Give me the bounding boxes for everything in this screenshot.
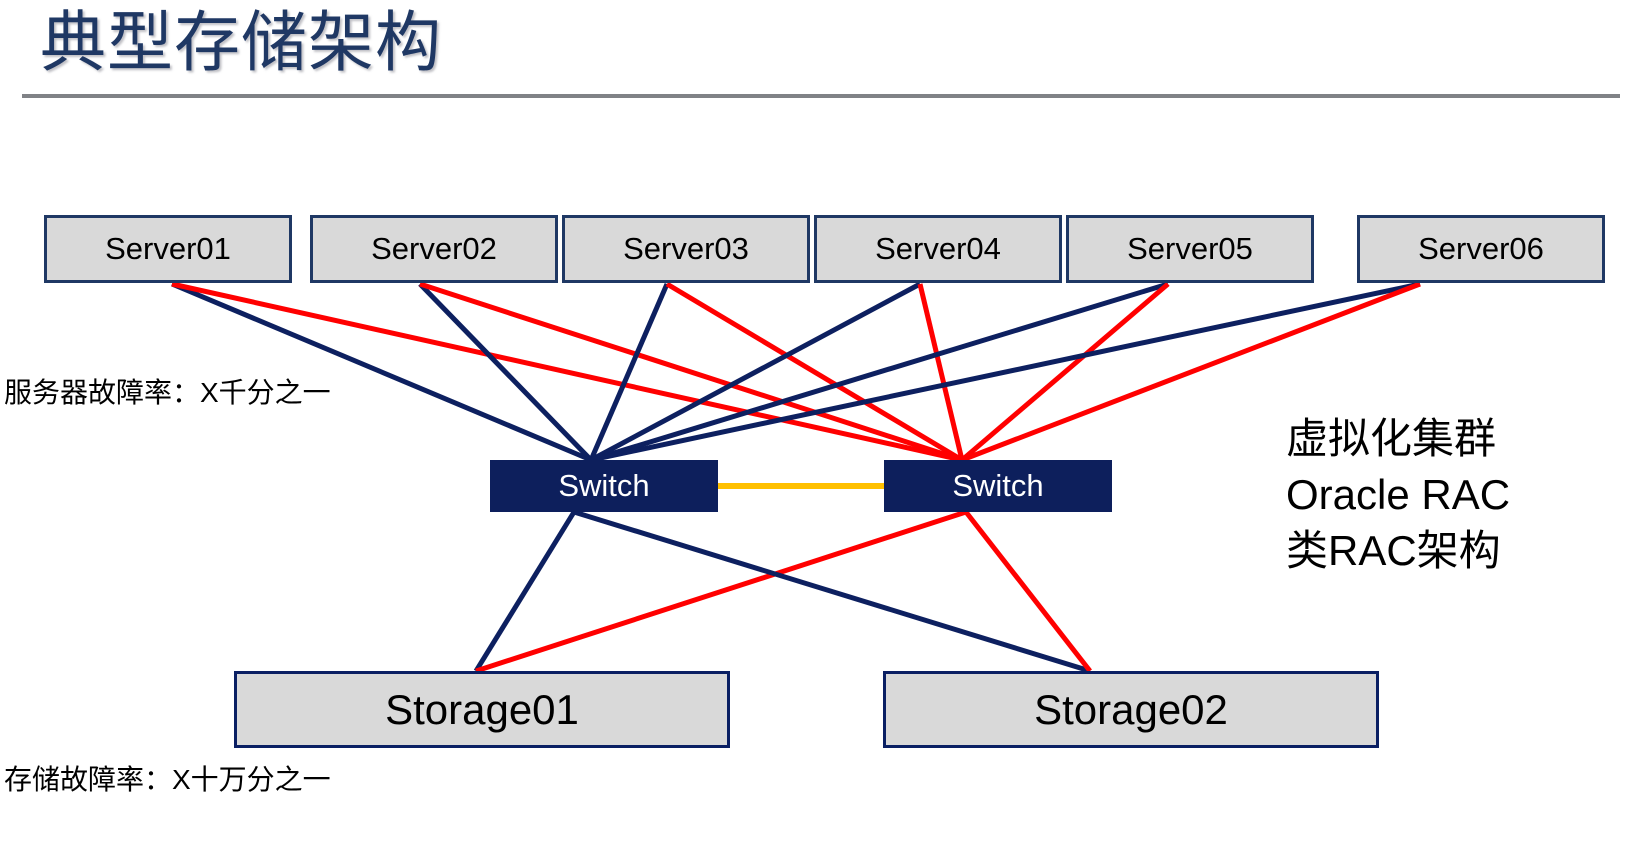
server-label: Server04 bbox=[875, 231, 1001, 266]
storage-box-02[interactable]: Storage02 bbox=[883, 671, 1379, 748]
storage-label: Storage01 bbox=[385, 685, 579, 733]
architecture-note-line-3: 类RAC架构 bbox=[1286, 526, 1501, 574]
server-box-02[interactable]: Server02 bbox=[310, 215, 558, 283]
architecture-note: 虚拟化集群 Oracle RAC 类RAC架构 bbox=[1286, 411, 1510, 579]
link-server1-to-switch-right bbox=[171, 281, 963, 463]
link-server2-to-switch-left bbox=[418, 282, 593, 462]
link-server3-to-switch-right bbox=[665, 281, 964, 463]
link-switch-right-to-storage1 bbox=[475, 509, 967, 674]
title-divider bbox=[22, 94, 1620, 98]
architecture-note-line-2: Oracle RAC bbox=[1286, 470, 1511, 518]
storage-label: Storage02 bbox=[1034, 685, 1228, 733]
server-label: Server01 bbox=[105, 231, 231, 266]
switch-box-right[interactable]: Switch bbox=[884, 460, 1112, 512]
link-server1-to-switch-left bbox=[171, 281, 592, 463]
link-server5-to-switch-right bbox=[960, 282, 1170, 462]
server-box-04[interactable]: Server04 bbox=[814, 215, 1062, 283]
server-label: Server06 bbox=[1418, 231, 1544, 266]
link-server5-to-switch-left bbox=[590, 281, 1169, 463]
connection-lines-layer bbox=[171, 281, 1421, 674]
server-box-01[interactable]: Server01 bbox=[44, 215, 292, 283]
link-server4-to-switch-left bbox=[589, 281, 922, 463]
link-server6-to-switch-left bbox=[590, 281, 1421, 463]
page-title: 典型存储架构 bbox=[40, 5, 442, 79]
link-server6-to-switch-right bbox=[961, 281, 1421, 463]
switch-label: Switch bbox=[952, 468, 1044, 503]
server-label: Server03 bbox=[623, 231, 749, 266]
server-label: Server02 bbox=[371, 231, 497, 266]
server-box-03[interactable]: Server03 bbox=[562, 215, 810, 283]
server-label: Server05 bbox=[1127, 231, 1253, 266]
architecture-note-line-1: 虚拟化集群 bbox=[1286, 415, 1497, 462]
storage-box-01[interactable]: Storage01 bbox=[234, 671, 730, 748]
link-switch-left-to-storage1 bbox=[473, 510, 577, 673]
switch-label: Switch bbox=[558, 468, 650, 503]
link-switch-right-to-storage2 bbox=[964, 510, 1092, 673]
link-server3-to-switch-left bbox=[588, 283, 670, 461]
server-box-05[interactable]: Server05 bbox=[1066, 215, 1314, 283]
link-switch-left-to-storage2 bbox=[573, 509, 1091, 674]
server-box-06[interactable]: Server06 bbox=[1357, 215, 1605, 283]
link-server2-to-switch-right bbox=[419, 281, 963, 463]
switch-box-left[interactable]: Switch bbox=[490, 460, 718, 512]
server-failure-rate-label: 服务器故障率：X千分之一 bbox=[4, 377, 331, 408]
link-server4-to-switch-right bbox=[917, 283, 965, 461]
storage-failure-rate-label: 存储故障率：X十万分之一 bbox=[4, 764, 331, 795]
